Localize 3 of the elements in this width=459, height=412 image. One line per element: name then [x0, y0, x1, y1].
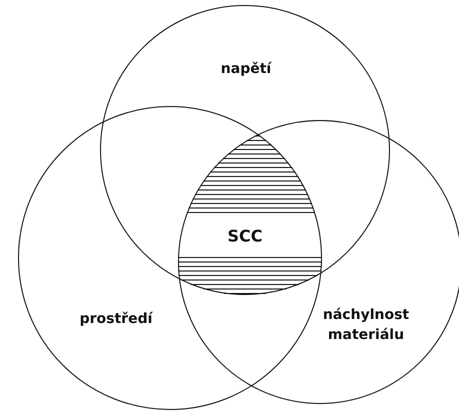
circle-label: náchylnost materiálu [322, 306, 410, 345]
circle-label: napětí [220, 60, 273, 79]
circle-label: prostředí [78, 310, 154, 329]
